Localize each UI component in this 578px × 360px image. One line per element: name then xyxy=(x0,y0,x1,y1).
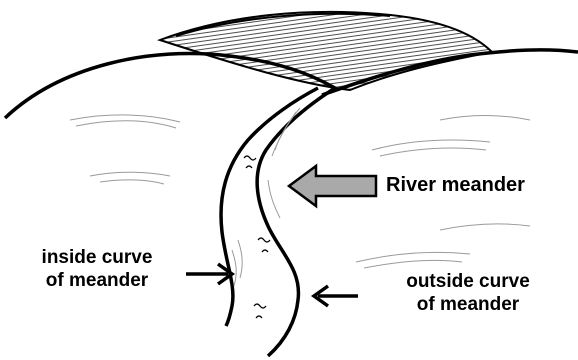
distant-hill xyxy=(160,12,492,90)
inside-curve-line2: of meander xyxy=(12,269,182,292)
inside-curve-arrow xyxy=(186,264,232,284)
inside-curve-label: inside curve of meander xyxy=(12,246,182,292)
outside-curve-label: outside curve of meander xyxy=(368,270,568,316)
river-right-bank xyxy=(257,88,335,356)
inside-curve-line1: inside curve xyxy=(12,246,182,269)
outside-curve-line1: outside curve xyxy=(368,270,568,293)
river-left-bank xyxy=(221,88,318,326)
outside-curve-line2: of meander xyxy=(368,293,568,316)
river-meander-label: River meander xyxy=(386,174,525,197)
block-arrow xyxy=(289,166,376,206)
bank-shading xyxy=(232,108,300,286)
outside-curve-arrow xyxy=(314,286,358,306)
